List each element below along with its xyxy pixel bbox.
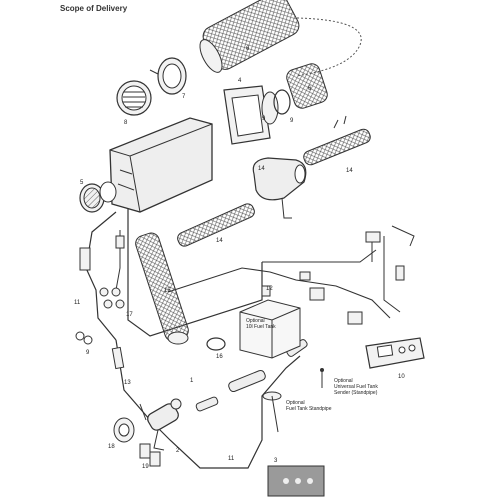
callout-18: 18 (108, 444, 115, 450)
fuel-line (111, 339, 301, 469)
grommets (99, 287, 125, 309)
callout-16: 16 (216, 354, 223, 360)
callout-2: 2 (176, 448, 180, 454)
fuel-tank-standpipe (262, 391, 282, 433)
combustion-air-hose (135, 232, 189, 345)
heater-unit (109, 117, 213, 213)
callout-19: 19 (142, 464, 149, 470)
callout-7: 7 (182, 94, 186, 100)
intake-grille (79, 181, 117, 213)
air-outlet-ring (149, 57, 187, 95)
callout-4: 4 (238, 78, 242, 84)
hot-air-duct-upper (199, 0, 300, 73)
sender-note-line2: Universal Fuel Tank (334, 384, 378, 390)
callout-13: 13 (124, 380, 131, 386)
callout-8: 8 (124, 120, 128, 126)
pump-bracket (113, 417, 135, 443)
callout-6b: 6 (308, 86, 312, 92)
optional-fuel-tank (239, 285, 301, 359)
tank-sender (320, 368, 324, 388)
page-title: Scope of Delivery (60, 4, 128, 13)
callout-1: 1 (190, 378, 194, 384)
callout-9c: 9 (86, 350, 90, 356)
callout-14b: 14 (258, 166, 265, 172)
callout-9b: 9 (290, 118, 294, 124)
air-outlet-grille (116, 80, 152, 116)
callout-11b: 11 (228, 456, 235, 462)
sender-note-line3: Sender (Standpipe) (334, 390, 378, 396)
callout-10: 10 (398, 374, 405, 380)
standpipe-note-line1: Optional (286, 400, 305, 406)
rubber-damper (139, 443, 161, 467)
exhaust-pipe-lower (177, 203, 255, 247)
callout-17: 17 (126, 312, 133, 318)
callout-15: 15 (164, 288, 171, 294)
fuel-filter (195, 339, 308, 412)
hose-clamp-top (273, 89, 291, 115)
exhaust-silencer (252, 157, 307, 219)
callout-5: 5 (80, 180, 84, 186)
hose-clamp-16 (206, 337, 226, 351)
exhaust-pipe-upper (303, 115, 371, 166)
heater-gasket (267, 465, 325, 497)
fuel-tank-note-line2: 10l Fuel Tank (246, 324, 276, 330)
small-clamps (75, 331, 93, 345)
callout-11a: 11 (74, 300, 81, 306)
standpipe-note-line2: Fuel Tank Standpipe (286, 406, 332, 412)
sender-note-line1: Optional (334, 378, 353, 384)
callout-3: 3 (274, 458, 278, 464)
callout-14c: 14 (216, 238, 223, 244)
hot-air-duct-lower (286, 63, 328, 109)
intake-frame (223, 85, 279, 145)
fuel-pump (147, 398, 182, 451)
callout-12: 12 (266, 286, 273, 292)
dashed-guide-line (295, 17, 362, 77)
callout-9a: 9 (262, 116, 266, 122)
fuel-tank-note-line1: Optional (246, 318, 265, 324)
control-panel (365, 337, 425, 369)
callout-14a: 14 (346, 168, 353, 174)
callout-6a: 6 (246, 46, 250, 52)
wiring-harness (79, 211, 125, 341)
controller-harness (167, 225, 415, 325)
